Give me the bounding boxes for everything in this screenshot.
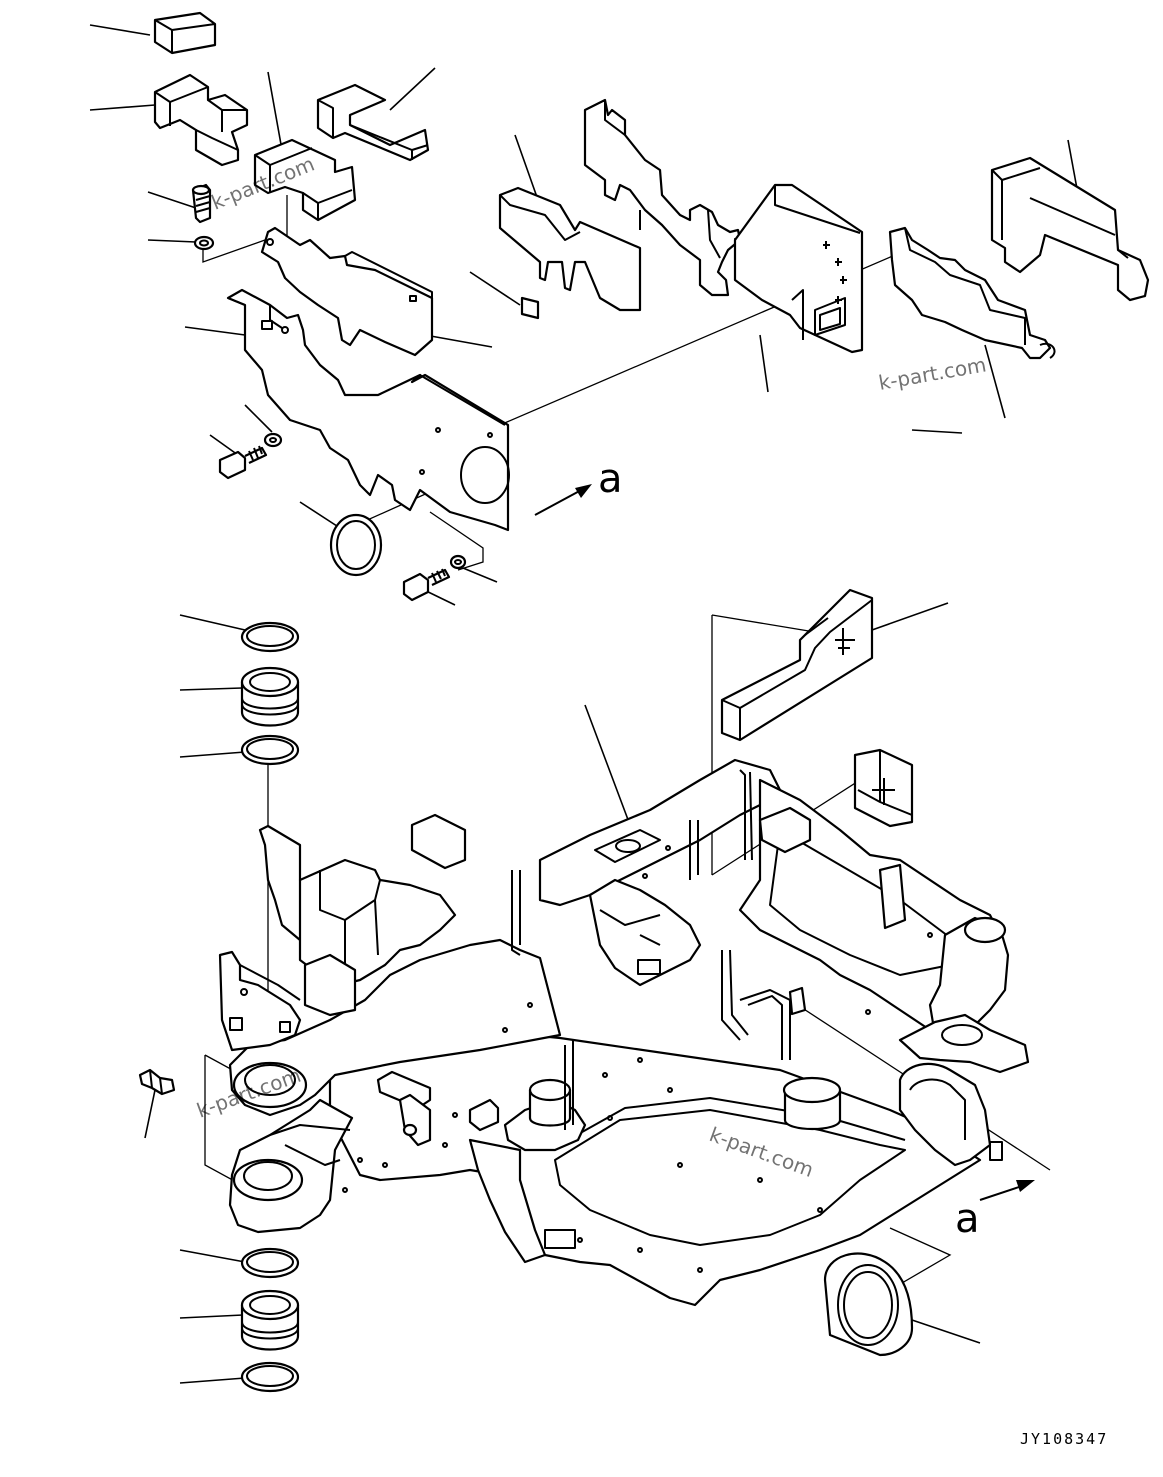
insulation-block-far-right [990, 156, 1150, 302]
l-shaped-block [316, 83, 430, 162]
revolving-frame [218, 758, 1030, 1307]
cover-plate-upper [260, 226, 434, 357]
leader-lines [89, 24, 1081, 1384]
ring-seal-lower-right [823, 1252, 914, 1357]
small-block-top [153, 11, 217, 55]
view-arrow-bottom: a [955, 1180, 1035, 1242]
watermark-2: k-part.com [877, 352, 988, 395]
insulation-strip-right [888, 226, 1056, 360]
seal-ring-upper-a [240, 621, 300, 653]
view-label-top: a [598, 456, 623, 502]
washer-upper-left [193, 235, 215, 251]
view-label-bottom: a [955, 1196, 980, 1242]
bushing-lower [240, 1289, 300, 1351]
washer-cover-right [449, 554, 467, 570]
drawing-code: JY108347 [1020, 1430, 1108, 1448]
foam-pad-center-left [498, 186, 642, 320]
ring-seal-cover [329, 513, 383, 577]
bolt-cover-left [218, 445, 268, 480]
bolt-upper-left [191, 183, 212, 224]
bolt-cover-right [402, 568, 451, 602]
seal-ring-lower-a [240, 1247, 300, 1279]
frame-holes [342, 845, 933, 1273]
insulation-bar-long [720, 588, 874, 742]
grease-fitting [138, 1068, 176, 1096]
seal-ring-lower-b [240, 1361, 300, 1393]
foam-block-angled [253, 138, 357, 222]
cover-plate-main [226, 288, 510, 532]
insulation-pad-square [733, 183, 864, 354]
washer-cover-left [263, 432, 283, 448]
seal-ring-upper-b [240, 734, 300, 766]
stepped-block [153, 73, 249, 167]
view-arrow-top: a [534, 456, 623, 516]
insulation-block-small [853, 748, 914, 828]
bushing-upper [240, 666, 300, 727]
